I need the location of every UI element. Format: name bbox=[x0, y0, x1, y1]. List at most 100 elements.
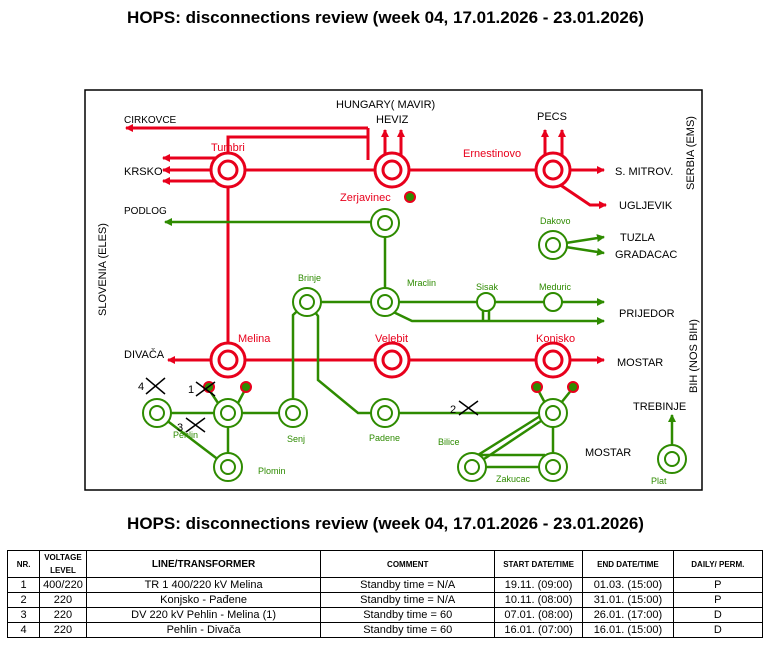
marker-2: 2 bbox=[450, 404, 456, 416]
station-tumbri bbox=[209, 151, 247, 189]
cell-type: P bbox=[672, 577, 764, 593]
ext-trebinje: TREBINJE bbox=[633, 401, 686, 413]
label-plat: Plat bbox=[651, 476, 667, 486]
cell-type: D bbox=[672, 607, 764, 623]
label-meduric: Meduric bbox=[539, 282, 572, 292]
transformer-konjsko-2 bbox=[567, 381, 579, 393]
ext-tuzla: TUZLA bbox=[620, 232, 656, 244]
station-konjsko bbox=[534, 341, 572, 379]
red-lines bbox=[125, 124, 607, 364]
label-bilice: Bilice bbox=[438, 437, 460, 447]
label-zerjavinec: Zerjavinec bbox=[340, 192, 391, 204]
cross-mark-2 bbox=[458, 400, 479, 416]
table-header-row: NR. VOLTAGE LEVEL LINE/TRANSFORMER COMME… bbox=[6, 550, 764, 578]
border-serbia: SERBIA (EMS) bbox=[685, 116, 697, 190]
label-sisak: Sisak bbox=[476, 282, 499, 292]
cell-nr: 3 bbox=[6, 607, 41, 623]
header-end-date: END DATE/TIME bbox=[582, 550, 674, 578]
label-plomin: Plomin bbox=[258, 466, 286, 476]
label-melina: Melina bbox=[238, 333, 271, 345]
ext-s-mitrov: S. MITROV. bbox=[615, 166, 673, 178]
table-row: 4 220 Pehlin - Divača Standby time = 60 … bbox=[6, 622, 764, 638]
cell-nr: 4 bbox=[6, 622, 41, 638]
cross-mark-3 bbox=[185, 417, 206, 433]
diagram-frame bbox=[84, 89, 703, 491]
station-sisak bbox=[476, 292, 496, 312]
cell-nr: 2 bbox=[6, 592, 41, 608]
label-konjsko: Konjsko bbox=[536, 333, 575, 345]
label-padene: Padene bbox=[369, 433, 400, 443]
header-daily-perm: DAILY/ PERM. bbox=[672, 550, 764, 578]
label-mraclin: Mraclin bbox=[407, 278, 436, 288]
label-brinje: Brinje bbox=[298, 273, 321, 283]
cell-voltage: 220 bbox=[39, 607, 87, 623]
disconnection-marks bbox=[145, 377, 479, 433]
station-zerjavinec bbox=[370, 208, 400, 238]
grid-diagram: 1 2 3 4 HUNGARY( MAVIR) SLOVENIA (ELES) … bbox=[84, 89, 703, 491]
cell-end: 31.01. (15:00) bbox=[582, 592, 674, 608]
table-row: 2 220 Konjsko - Pađene Standby time = N/… bbox=[6, 592, 764, 608]
station-velebit bbox=[373, 341, 411, 379]
station-dakovo bbox=[538, 230, 568, 260]
cell-voltage: 220 bbox=[39, 592, 87, 608]
cell-line: Konjsko - Pađene bbox=[85, 592, 322, 608]
ext-cirkovce: CIRKOVCE bbox=[124, 115, 177, 126]
table-title: HOPS: disconnections review (week 04, 17… bbox=[127, 514, 644, 533]
ext-divaca: DIVAČA bbox=[124, 348, 165, 361]
cell-nr: 1 bbox=[6, 577, 41, 593]
station-ernestinovo bbox=[534, 151, 572, 189]
ext-gradacac: GRADACAC bbox=[615, 249, 677, 261]
station-padene bbox=[370, 398, 400, 428]
border-hungary: HUNGARY( MAVIR) bbox=[336, 99, 435, 111]
ext-mostar: MOSTAR bbox=[617, 357, 663, 369]
cell-type: D bbox=[672, 622, 764, 638]
ext-heviz: HEVIZ bbox=[376, 114, 409, 126]
border-bih: BIH (NOS BIH) bbox=[688, 319, 700, 393]
cell-start: 10.11. (08:00) bbox=[493, 592, 584, 608]
cell-start: 16.01. (07:00) bbox=[493, 622, 584, 638]
ext-podlog: PODLOG bbox=[124, 206, 167, 217]
station-meduric bbox=[543, 292, 563, 312]
green-stations bbox=[142, 208, 687, 482]
header-nr: NR. bbox=[6, 550, 41, 578]
cell-end: 26.01. (17:00) bbox=[582, 607, 674, 623]
station-brinje bbox=[292, 287, 322, 317]
label-senj: Senj bbox=[287, 434, 305, 444]
page-title: HOPS: disconnections review (week 04, 17… bbox=[127, 8, 644, 27]
ext-ugljevik: UGLJEVIK bbox=[619, 200, 673, 212]
station-plat bbox=[657, 444, 687, 474]
cell-voltage: 400/220 bbox=[39, 577, 87, 593]
header-comment: COMMENT bbox=[320, 550, 495, 578]
cell-voltage: 220 bbox=[39, 622, 87, 638]
station-ernestinovo-hu bbox=[373, 151, 411, 189]
ext-prijedor: PRIJEDOR bbox=[619, 308, 675, 320]
cell-line: TR 1 400/220 kV Melina bbox=[85, 577, 322, 593]
transformer-melina-2 bbox=[240, 381, 252, 393]
disconnections-table: NR. VOLTAGE LEVEL LINE/TRANSFORMER COMME… bbox=[6, 550, 764, 638]
ext-krsko: KRSKO bbox=[124, 166, 163, 178]
cell-line: Pehlin - Divača bbox=[85, 622, 322, 638]
cross-mark-1 bbox=[195, 381, 216, 397]
station-senj bbox=[278, 398, 308, 428]
cell-type: P bbox=[672, 592, 764, 608]
label-ernestinovo: Ernestinovo bbox=[463, 148, 521, 160]
cell-comment: Standby time = N/A bbox=[320, 592, 495, 608]
station-zakucac bbox=[538, 452, 568, 482]
station-konjsko-220 bbox=[538, 398, 568, 428]
header-start-date: START DATE/TIME bbox=[493, 550, 584, 578]
cell-start: 07.01. (08:00) bbox=[493, 607, 584, 623]
label-dakovo: Dakovo bbox=[540, 216, 571, 226]
label-zakucac: Zakucac bbox=[496, 474, 531, 484]
header-voltage-level: VOLTAGE LEVEL bbox=[39, 550, 87, 578]
cell-end: 01.03. (15:00) bbox=[582, 577, 674, 593]
transformer-zerjavinec bbox=[404, 191, 416, 203]
transformers bbox=[203, 191, 579, 393]
marker-4: 4 bbox=[138, 381, 144, 393]
border-slovenia: SLOVENIA (ELES) bbox=[97, 223, 109, 316]
cell-comment: Standby time = 60 bbox=[320, 607, 495, 623]
ext-pecs: PECS bbox=[537, 111, 567, 123]
cell-comment: Standby time = 60 bbox=[320, 622, 495, 638]
station-melina bbox=[209, 341, 247, 379]
red-stations bbox=[209, 151, 572, 379]
cell-line: DV 220 kV Pehlin - Melina (1) bbox=[85, 607, 322, 623]
